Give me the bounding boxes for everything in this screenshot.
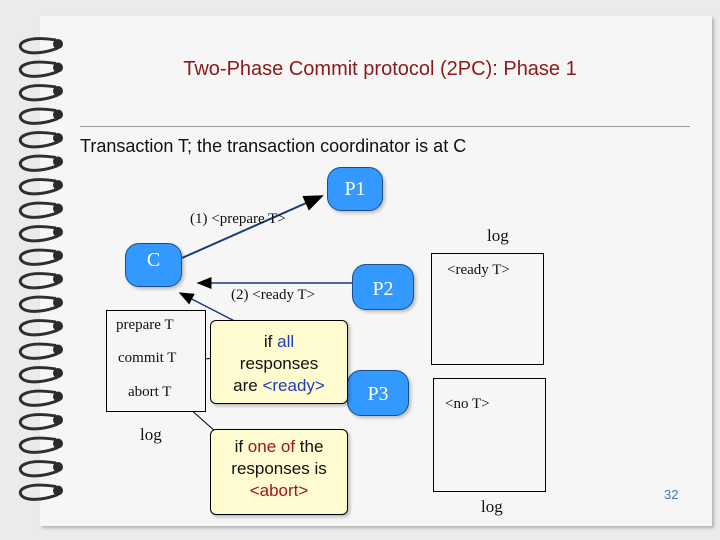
binding-hole [53,86,63,96]
binding-hole [53,321,63,331]
binding-hole [53,133,63,143]
binding-hole [53,438,63,449]
spiral-ring [18,248,59,266]
binding-hole [53,485,63,496]
spiral-ring [18,460,59,478]
spiral-ring [18,389,59,407]
callout-all-ready: if all responses are <ready> [210,320,348,404]
binding-hole [53,156,63,167]
slide-subtitle: Transaction T; the transaction coordinat… [80,136,467,156]
spiral-ring [18,436,59,454]
spiral-ring [18,225,59,243]
binding-hole [53,462,63,472]
callout-highlight: <ready> [262,376,325,395]
spiral-ring [18,60,59,78]
p3-log-label: log [481,497,503,516]
ready-message-label: (2) <ready T> [231,287,316,303]
prepare-arrow [181,195,324,259]
p2-log-box [431,253,544,365]
node-p3-label: P3 [367,383,389,405]
spiral-ring [18,272,59,290]
p2-log-entry: <ready T> [447,262,510,278]
spiral-ring [18,107,59,125]
binding-hole [53,227,63,237]
callout-text: responses is [231,459,327,478]
binding-hole [53,250,63,261]
coordinator-log-entry: abort T [128,384,172,400]
spiral-ring [18,154,59,172]
binding-hole [53,274,63,284]
callout-text: if [263,332,278,351]
callout-text: the [295,437,324,456]
title-divider [80,126,690,127]
spiral-ring [18,366,59,384]
binding-hole [53,109,63,120]
callout-text: responses [239,354,319,373]
callout-text: if [234,437,248,456]
binding-hole [53,344,63,355]
binding-hole [53,415,63,425]
page-number: 32 [664,487,679,502]
binding-hole [53,39,63,49]
p3-log-box [433,378,546,492]
spiral-ring [18,295,59,313]
spiral-binding [18,37,63,501]
spiral-ring [18,178,59,196]
spiral-ring [18,201,59,219]
node-p2: P2 [352,264,414,310]
slide-title: Two-Phase Commit protocol (2PC): Phase 1 [183,58,577,80]
binding-hole [53,203,63,214]
spiral-ring [18,131,59,149]
spiral-ring [18,342,59,360]
node-p1-label: P1 [344,178,366,200]
callout-one-abort: if one of the responses is <abort> [210,429,348,515]
p3-log-entry: <no T> [445,396,490,412]
binding-hole [53,391,63,402]
node-p2-label: P2 [372,278,394,300]
node-p1: P1 [327,167,383,211]
spiral-ring [18,319,59,337]
callout-highlight: all [277,332,295,351]
binding-hole [53,297,63,308]
prepare-message-label: (1) <prepare T> [190,211,286,227]
node-c-label: C [146,249,161,271]
spiral-ring [18,84,59,102]
binding-hole [53,368,63,378]
coordinator-log-entry: commit T [118,350,177,366]
coordinator-log-entry: prepare T [116,317,174,333]
node-coordinator-c: C [125,243,182,287]
callout-text: are [233,376,263,395]
spiral-ring [18,413,59,431]
binding-hole [53,180,63,190]
coordinator-log-box [106,310,206,412]
binding-hole [53,62,63,73]
spiral-ring [18,483,59,501]
node-p3: P3 [347,370,409,416]
p2-log-label: log [487,226,509,245]
coordinator-log-label: log [140,425,162,444]
spiral-ring [18,37,59,55]
callout-highlight: one of [247,437,296,456]
callout-highlight: <abort> [249,481,309,500]
